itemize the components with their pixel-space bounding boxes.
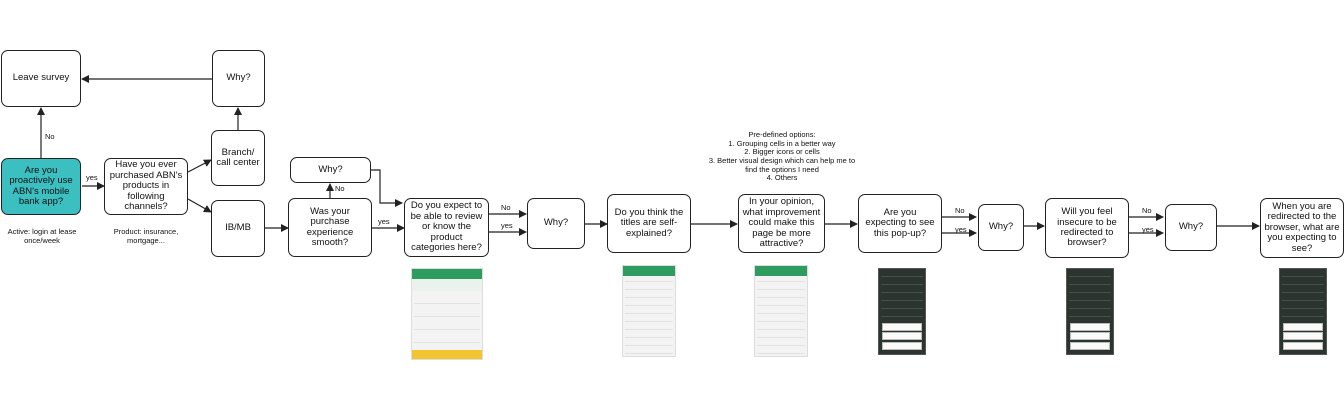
note-options: Pre-defined options: 1. Grouping cells i… <box>708 130 856 183</box>
edge-label-review-yes: yes <box>501 221 513 230</box>
review-question-node: Do you expect to be able to review or kn… <box>404 198 489 257</box>
why-3-node: Why? <box>1165 204 1217 251</box>
popup-screenshot-3 <box>1279 268 1327 355</box>
option-item: 4. Others <box>766 173 798 183</box>
popup-screenshot-2 <box>1066 268 1114 355</box>
edge-label-review-no: No <box>501 203 511 212</box>
note-active: Active: login at lease once/week <box>7 227 77 245</box>
edge-label-insecure-yes: yes <box>1142 225 1154 234</box>
branch-node: Branch/ call center <box>211 130 265 186</box>
start-question-node: Are you proactively use ABN's mobile ban… <box>1 158 81 215</box>
edge-label-smooth-yes: yes <box>378 217 390 226</box>
product-categories-screenshot <box>411 268 483 360</box>
insecure-question-node: Will you feel insecure to be redirected … <box>1045 198 1129 258</box>
edge-label-start-no: No <box>45 132 55 141</box>
smooth-question-node: Was your purchase experience smooth? <box>288 198 372 257</box>
edge-label-why-small-no: No <box>335 184 345 193</box>
edge-label-popup-yes: yes <box>955 225 967 234</box>
product-list-screenshot-1 <box>622 265 676 357</box>
why-1-node: Why? <box>527 198 585 249</box>
option-item: 2. Bigger icons or cells <box>744 147 820 157</box>
leave-survey-node: Leave survey <box>1 50 81 107</box>
popup-question-node: Are you expecting to see this pop-up? <box>858 194 942 253</box>
popup-screenshot-1 <box>878 268 926 355</box>
redirect-question-node: When you are redirected to the browser, … <box>1260 198 1344 258</box>
edge-label-popup-no: No <box>955 206 965 215</box>
product-list-screenshot-2 <box>754 265 808 357</box>
channels-question-node: Have you ever purchased ABN's products i… <box>104 158 188 215</box>
improve-question-node: In your opinion, what improvement could … <box>738 194 825 253</box>
why-top-node: Why? <box>212 50 265 107</box>
option-item: 1. Grouping cells in a better way <box>728 138 836 148</box>
ibmb-node: IB/MB <box>211 200 265 257</box>
option-item: 3. Better visual design which can help m… <box>708 155 856 174</box>
edge-label-insecure-no: No <box>1142 206 1152 215</box>
why-small-node: Why? <box>290 157 371 183</box>
edge-label-start-yes: yes <box>86 173 98 182</box>
note-product: Product: insurance, mortgage... <box>113 227 179 245</box>
titles-question-node: Do you think the titles are self-explain… <box>607 194 691 253</box>
why-2-node: Why? <box>978 204 1024 251</box>
options-title: Pre-defined options: <box>748 130 816 139</box>
